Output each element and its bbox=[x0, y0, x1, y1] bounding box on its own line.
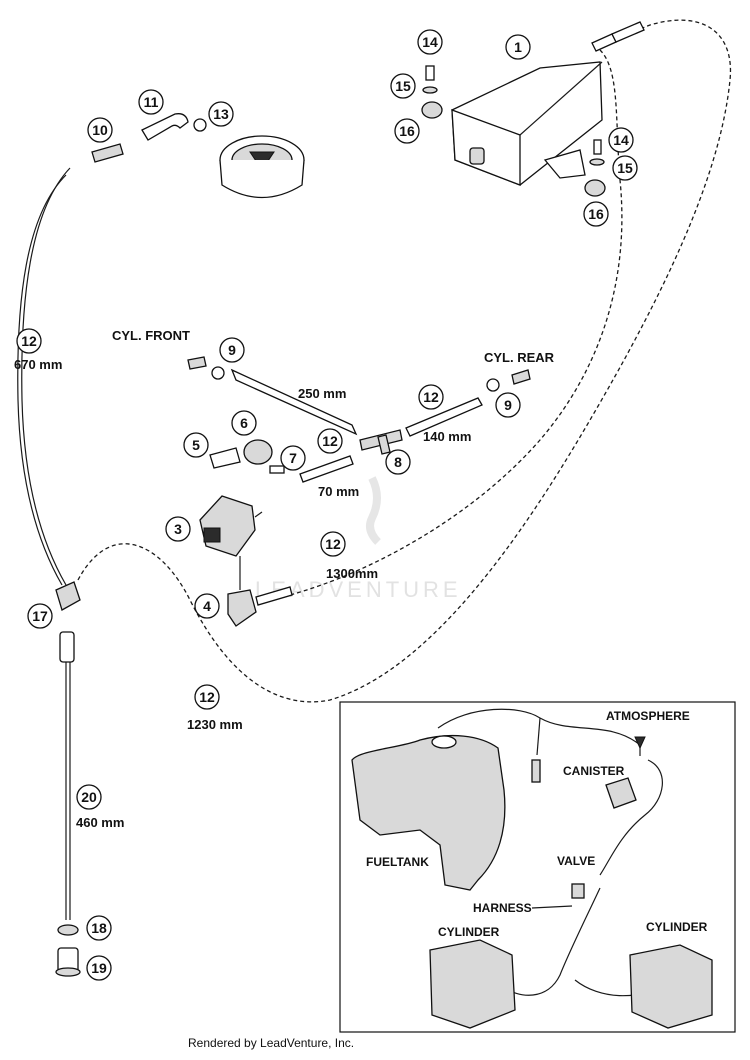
callout-20: 20 bbox=[76, 784, 102, 810]
callout-16-top: 16 bbox=[394, 118, 420, 144]
callout-17: 17 bbox=[27, 603, 53, 629]
svg-text:15: 15 bbox=[395, 78, 411, 94]
svg-text:7: 7 bbox=[289, 450, 297, 466]
watermark: LEADVENTURE bbox=[255, 476, 458, 602]
svg-text:11: 11 bbox=[144, 94, 159, 110]
inset-label-fueltank: FUELTANK bbox=[366, 855, 429, 869]
inset-label-canister: CANISTER bbox=[563, 764, 625, 778]
callout-1: 1 bbox=[505, 34, 531, 60]
label-1230mm: 1230 mm bbox=[187, 717, 243, 732]
label-670mm: 670 mm bbox=[14, 357, 62, 372]
svg-text:9: 9 bbox=[228, 342, 236, 358]
label-cyl-rear: CYL. REAR bbox=[484, 350, 555, 365]
svg-text:12: 12 bbox=[423, 389, 439, 405]
inset-label-cylinder-right: CYLINDER bbox=[646, 920, 708, 934]
svg-text:3: 3 bbox=[174, 521, 182, 537]
svg-text:9: 9 bbox=[504, 397, 512, 413]
canister-part bbox=[451, 61, 603, 186]
svg-text:1: 1 bbox=[514, 39, 522, 55]
callout-16-right: 16 bbox=[583, 201, 609, 227]
svg-text:8: 8 bbox=[394, 454, 402, 470]
svg-text:17: 17 bbox=[32, 608, 48, 624]
svg-text:15: 15 bbox=[617, 160, 633, 176]
label-70mm: 70 mm bbox=[318, 484, 359, 499]
callout-8: 8 bbox=[385, 449, 411, 475]
inset-fueltank-shape bbox=[351, 734, 506, 891]
callout-5: 5 bbox=[183, 432, 209, 458]
svg-text:5: 5 bbox=[192, 437, 200, 453]
callout-14-top: 14 bbox=[417, 29, 443, 55]
inset-cylinder-left-shape bbox=[429, 939, 516, 1029]
callout-12-1300: 12 bbox=[320, 531, 346, 557]
inset-schematic: ATMOSPHERE CANISTER FUELTANK VALVE HARNE… bbox=[339, 701, 736, 1033]
inset-cylinder-right-shape bbox=[629, 944, 713, 1029]
callout-14-right: 14 bbox=[608, 127, 634, 153]
inset-label-valve: VALVE bbox=[557, 854, 595, 868]
svg-text:4: 4 bbox=[203, 598, 211, 614]
inset-label-harness: HARNESS bbox=[473, 901, 532, 915]
svg-text:6: 6 bbox=[240, 415, 248, 431]
svg-text:19: 19 bbox=[91, 960, 107, 976]
callout-15-top: 15 bbox=[390, 73, 416, 99]
callout-3: 3 bbox=[165, 516, 191, 542]
label-cyl-front: CYL. FRONT bbox=[112, 328, 190, 343]
callout-12-140: 12 bbox=[418, 384, 444, 410]
label-250mm: 250 mm bbox=[298, 386, 346, 401]
svg-text:12: 12 bbox=[21, 333, 37, 349]
fuel-cap-part bbox=[219, 135, 305, 199]
callout-10: 10 bbox=[87, 117, 113, 143]
svg-text:20: 20 bbox=[81, 789, 97, 805]
label-460mm: 460 mm bbox=[76, 815, 124, 830]
svg-text:12: 12 bbox=[325, 536, 341, 552]
svg-text:12: 12 bbox=[199, 689, 215, 705]
callout-19: 19 bbox=[86, 955, 112, 981]
callout-15-right: 15 bbox=[612, 155, 638, 181]
footer-credit: Rendered by LeadVenture, Inc. bbox=[188, 1036, 355, 1050]
inset-canister-shape bbox=[605, 777, 637, 809]
inset-label-atmosphere: ATMOSPHERE bbox=[606, 709, 690, 723]
label-1300mm: 1300mm bbox=[326, 566, 378, 581]
callout-9-rear: 9 bbox=[495, 392, 521, 418]
label-140mm: 140 mm bbox=[423, 429, 471, 444]
svg-text:14: 14 bbox=[613, 132, 629, 148]
callout-7: 7 bbox=[280, 445, 306, 471]
callout-11: 11 bbox=[138, 89, 164, 115]
inset-label-cylinder-left: CYLINDER bbox=[438, 925, 500, 939]
svg-text:18: 18 bbox=[91, 920, 107, 936]
svg-text:16: 16 bbox=[399, 123, 415, 139]
callout-12-250: 12 bbox=[317, 428, 343, 454]
callout-18: 18 bbox=[86, 915, 112, 941]
callout-12-1230: 12 bbox=[194, 684, 220, 710]
small-parts bbox=[55, 65, 606, 977]
inset-valve-shape bbox=[571, 883, 585, 899]
callout-4: 4 bbox=[194, 593, 220, 619]
svg-text:13: 13 bbox=[213, 106, 229, 122]
callout-13: 13 bbox=[208, 101, 234, 127]
callout-12-left: 12 bbox=[16, 328, 42, 354]
svg-text:16: 16 bbox=[588, 206, 604, 222]
callout-6: 6 bbox=[231, 410, 257, 436]
svg-text:14: 14 bbox=[422, 34, 438, 50]
callout-9-front: 9 bbox=[219, 337, 245, 363]
svg-text:10: 10 bbox=[92, 122, 108, 138]
length-labels: CYL. FRONT CYL. REAR 670 mm 250 mm 140 m… bbox=[14, 328, 555, 830]
hose-lines bbox=[17, 19, 732, 920]
svg-text:12: 12 bbox=[322, 433, 338, 449]
